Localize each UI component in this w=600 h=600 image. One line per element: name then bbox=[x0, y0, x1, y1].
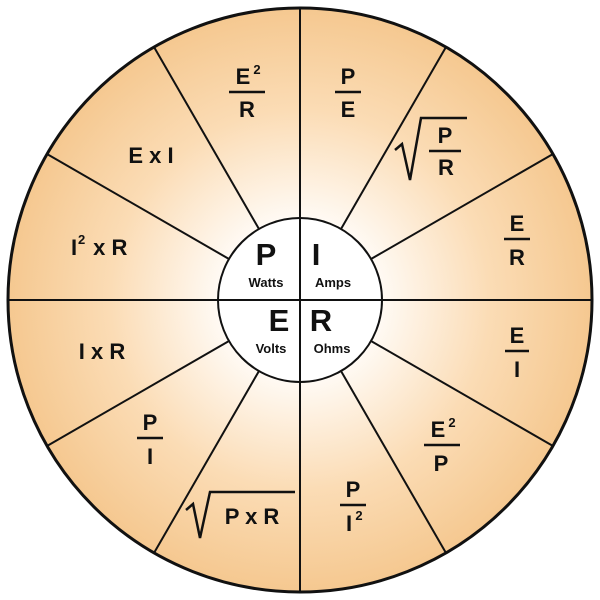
formula-numerator: P bbox=[346, 477, 361, 502]
current-letter: I bbox=[312, 237, 321, 272]
formula-base: I bbox=[71, 235, 77, 260]
formula-e-squared-over-r: E 2 R bbox=[229, 62, 265, 122]
formula-e-over-r: E R bbox=[504, 211, 530, 270]
divider-line bbox=[340, 370, 447, 554]
formula-exponent: 2 bbox=[355, 508, 362, 523]
divider-line bbox=[46, 340, 230, 447]
hub-dividers bbox=[218, 218, 382, 382]
formula-sqrt-p-times-r: P x R bbox=[185, 490, 295, 539]
current-unit: Amps bbox=[315, 275, 351, 290]
formula-exponent: 2 bbox=[253, 62, 260, 77]
formula-p-over-i: P I bbox=[137, 410, 163, 469]
resistance-unit: Ohms bbox=[314, 341, 351, 356]
divider-line bbox=[153, 370, 260, 554]
power-letter: P bbox=[256, 237, 277, 272]
resistance-letter: R bbox=[310, 303, 332, 338]
formula-p-over-e: P E bbox=[335, 64, 361, 122]
formula-denominator: I bbox=[514, 357, 520, 382]
formula-e-squared-over-p: E 2 P bbox=[424, 415, 460, 476]
formula-denominator: R bbox=[509, 245, 525, 270]
formula-numerator: P bbox=[341, 64, 356, 89]
formula-numerator: P bbox=[143, 410, 158, 435]
formula-rest: x R bbox=[87, 235, 127, 260]
formula-numerator: E bbox=[510, 323, 525, 348]
formula-denominator: R bbox=[438, 155, 454, 180]
formula-denominator: I bbox=[147, 444, 153, 469]
voltage-letter: E bbox=[269, 303, 290, 338]
formula-p-over-i-squared: P I 2 bbox=[340, 477, 366, 536]
formula-expression: P x R bbox=[225, 504, 280, 529]
formula-denominator: E bbox=[341, 97, 356, 122]
formula-numerator: E bbox=[431, 417, 446, 442]
segment-dividers bbox=[8, 8, 592, 592]
formula-numerator: E bbox=[510, 211, 525, 236]
formula-exponent: 2 bbox=[78, 232, 85, 247]
formula-sqrt-p-over-r: P R bbox=[394, 116, 467, 181]
divider-line bbox=[370, 153, 554, 260]
formula-exponent: 2 bbox=[448, 415, 455, 430]
formula-denominator: P bbox=[434, 451, 449, 476]
formula-numerator: P bbox=[438, 123, 453, 148]
square-root-sign bbox=[394, 116, 467, 181]
power-unit: Watts bbox=[249, 275, 284, 290]
divider-line bbox=[46, 153, 230, 260]
formula-e-times-i: E x I bbox=[128, 143, 173, 168]
formula-denominator: I bbox=[346, 511, 352, 536]
divider-line bbox=[370, 340, 554, 447]
formula-e-over-i: E I bbox=[505, 323, 529, 382]
divider-line bbox=[340, 46, 447, 230]
formula-numerator: E bbox=[236, 64, 251, 89]
formula-i-squared-times-r: I 2 x R bbox=[71, 232, 127, 260]
voltage-unit: Volts bbox=[256, 341, 287, 356]
divider-line bbox=[153, 46, 260, 230]
formula-denominator: R bbox=[239, 97, 255, 122]
formula-i-times-r: I x R bbox=[79, 339, 126, 364]
square-root-sign bbox=[185, 490, 295, 539]
